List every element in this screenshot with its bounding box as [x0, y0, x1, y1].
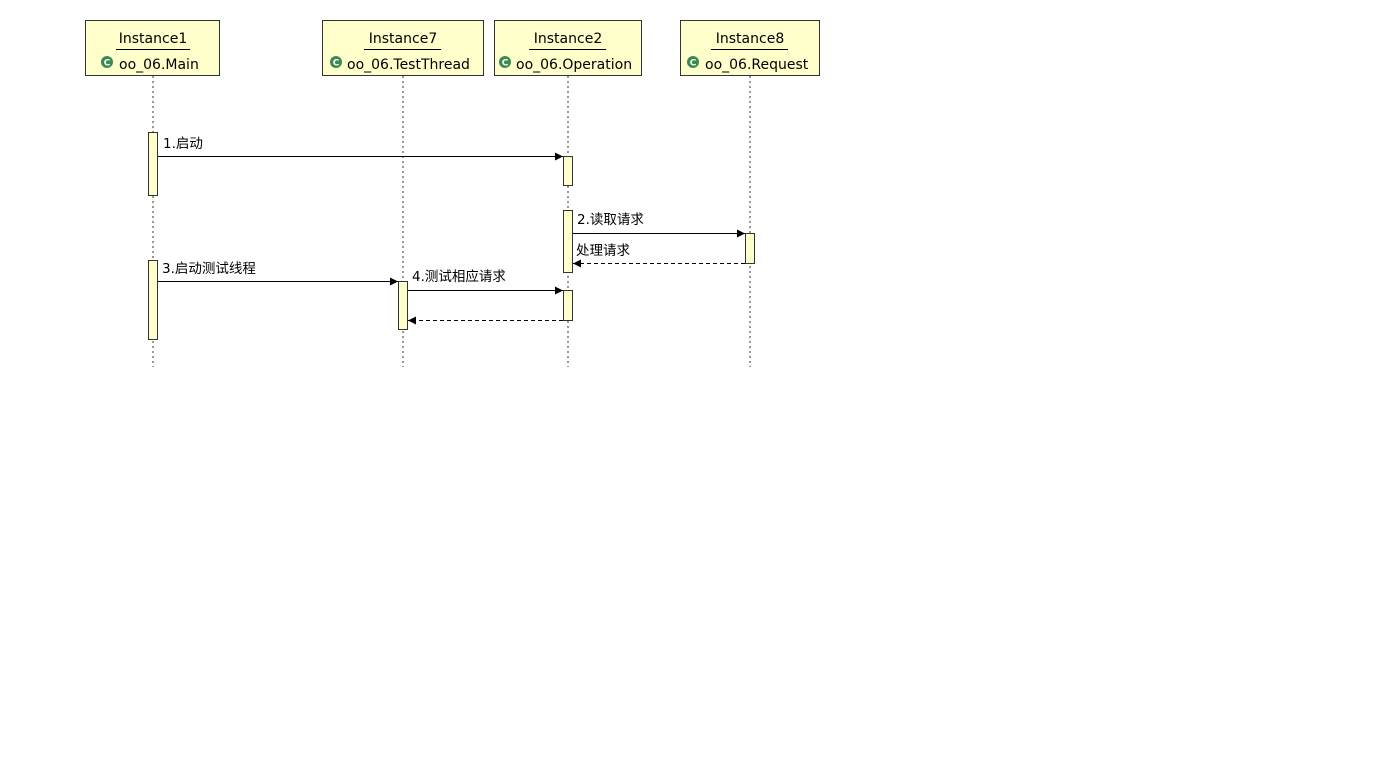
- message-return-1[interactable]: 处理请求: [573, 243, 745, 268]
- message-label: 4.测试相应请求: [412, 268, 506, 285]
- svg-text:C: C: [502, 59, 509, 69]
- class-name: oo_06.TestThread: [347, 57, 470, 73]
- class-name: oo_06.Main: [119, 57, 199, 73]
- class-icon: C: [101, 56, 113, 69]
- svg-text:C: C: [333, 59, 340, 69]
- class-icon: C: [687, 56, 699, 69]
- message-2[interactable]: 2.读取请求: [573, 212, 745, 238]
- class-name: oo_06.Operation: [516, 57, 632, 73]
- participant-instance2[interactable]: Instance2 C oo_06.Operation: [494, 20, 642, 76]
- class-icon: C: [330, 56, 342, 69]
- instance-name: Instance7: [369, 31, 437, 47]
- message-label: 1.启动: [163, 136, 203, 152]
- message-3[interactable]: 3.启动测试线程: [158, 261, 398, 286]
- message-label: 2.读取请求: [577, 212, 644, 228]
- class-icon: C: [499, 56, 511, 69]
- message-4[interactable]: 4.测试相应请求: [408, 268, 563, 295]
- svg-text:C: C: [104, 59, 111, 69]
- message-label: 处理请求: [576, 243, 630, 259]
- activation-bar[interactable]: [148, 260, 158, 340]
- instance-name: Instance1: [119, 31, 187, 47]
- participant-instance7[interactable]: Instance7 C oo_06.TestThread: [322, 20, 484, 76]
- instance-name: Instance8: [716, 31, 784, 47]
- activation-bar[interactable]: [563, 210, 573, 273]
- activation-bar[interactable]: [148, 132, 158, 196]
- activation-bar[interactable]: [563, 156, 573, 186]
- activation-bar[interactable]: [563, 290, 573, 321]
- class-name: oo_06.Request: [705, 57, 809, 73]
- activation-bar[interactable]: [398, 281, 408, 330]
- message-label: 3.启动测试线程: [162, 261, 256, 277]
- message-1[interactable]: 1.启动: [158, 136, 563, 161]
- instance-name: Instance2: [534, 31, 602, 47]
- svg-text:C: C: [690, 59, 697, 69]
- participant-instance1[interactable]: Instance1 C oo_06.Main: [85, 20, 220, 76]
- activation-bar[interactable]: [745, 233, 755, 264]
- participant-instance8[interactable]: Instance8 C oo_06.Request: [680, 20, 820, 76]
